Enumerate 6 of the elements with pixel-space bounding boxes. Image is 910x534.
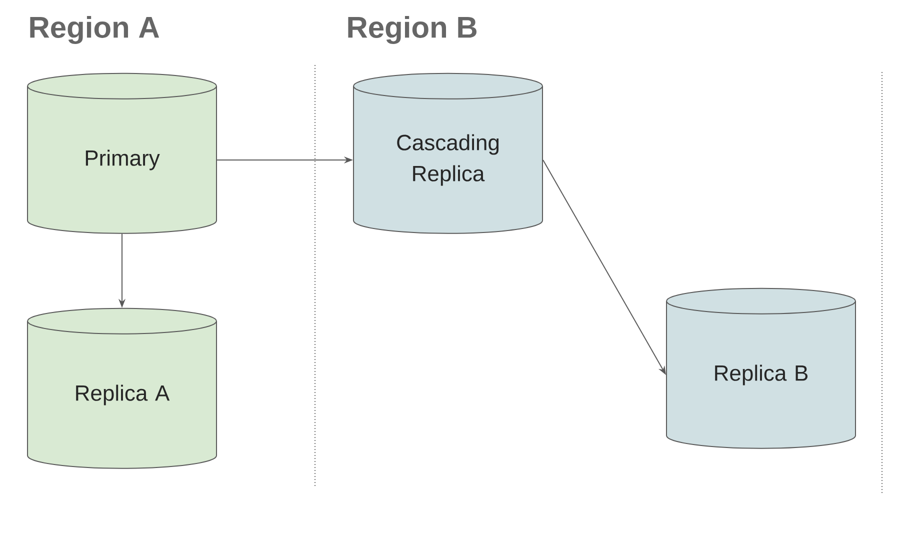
region-heading: Region A <box>30 16 160 44</box>
database-cylinder: Replica A <box>27 308 217 469</box>
database-cylinder: Cascading Replica <box>353 72 543 234</box>
database-cylinder: Primary <box>27 72 217 234</box>
region-heading: Region B <box>348 16 476 44</box>
database-cylinder: Replica B <box>666 288 856 449</box>
